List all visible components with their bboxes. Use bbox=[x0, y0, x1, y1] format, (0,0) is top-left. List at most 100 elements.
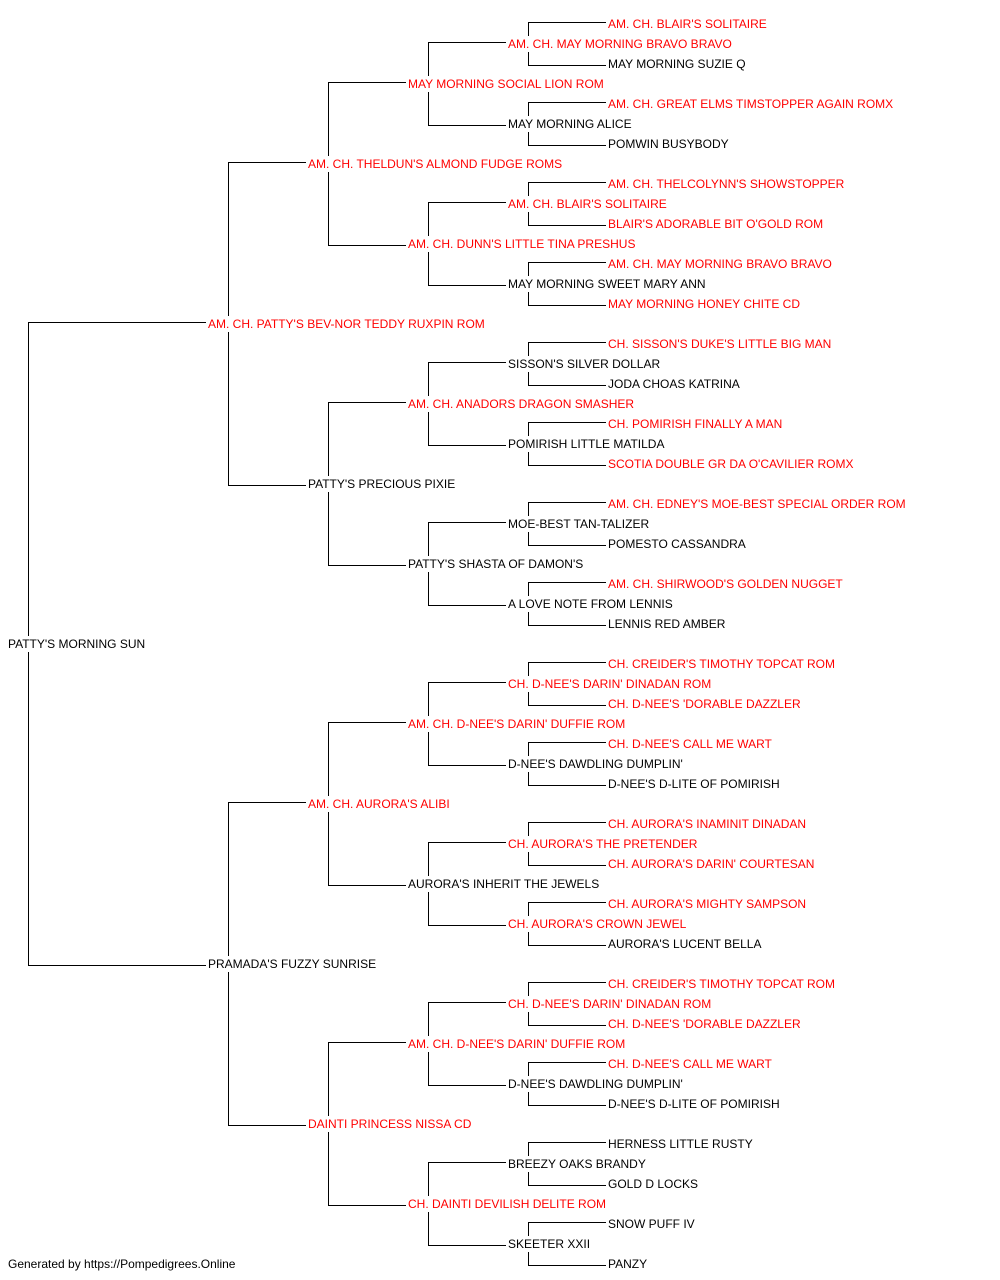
connector-line bbox=[528, 1062, 529, 1076]
connector-line bbox=[428, 202, 506, 203]
ancestor-name: CH. AURORA'S THE PRETENDER bbox=[508, 837, 698, 851]
connector-line bbox=[528, 612, 529, 626]
ancestor-name: AM. CH. D-NEE'S DARIN' DUFFIE ROM bbox=[408, 1037, 626, 1051]
connector-line bbox=[528, 822, 606, 823]
connector-line bbox=[228, 972, 229, 1126]
connector-line bbox=[528, 1105, 606, 1106]
ancestor-name: AM. CH. GREAT ELMS TIMSTOPPER AGAIN ROMX bbox=[608, 97, 894, 111]
connector-line bbox=[28, 652, 29, 966]
connector-line bbox=[528, 372, 529, 386]
connector-line bbox=[228, 1125, 306, 1126]
connector-line bbox=[528, 982, 606, 983]
connector-line bbox=[528, 1025, 606, 1026]
ancestor-name: LENNIS RED AMBER bbox=[608, 617, 726, 631]
ancestor-name: AM. CH. MAY MORNING BRAVO BRAVO bbox=[508, 37, 732, 51]
ancestor-name: AM. CH. SHIRWOOD'S GOLDEN NUGGET bbox=[608, 577, 843, 591]
ancestor-name: CH. D-NEE'S DARIN' DINADAN ROM bbox=[508, 677, 712, 691]
ancestor-name: PATTY'S PRECIOUS PIXIE bbox=[308, 477, 456, 491]
connector-line bbox=[428, 125, 506, 126]
connector-line bbox=[528, 945, 606, 946]
connector-line bbox=[428, 765, 506, 766]
connector-line bbox=[528, 452, 529, 466]
connector-line bbox=[528, 212, 529, 226]
connector-line bbox=[428, 362, 429, 396]
connector-line bbox=[528, 662, 606, 663]
ancestor-name: POMESTO CASSANDRA bbox=[608, 537, 746, 551]
connector-line bbox=[428, 445, 506, 446]
ancestor-name: AURORA'S LUCENT BELLA bbox=[608, 937, 762, 951]
ancestor-name: CH. D-NEE'S 'DORABLE DAZZLER bbox=[608, 1017, 801, 1031]
ancestor-name: BREEZY OAKS BRANDY bbox=[508, 1157, 646, 1171]
connector-line bbox=[428, 925, 506, 926]
ancestor-name: AM. CH. PATTY'S BEV-NOR TEDDY RUXPIN ROM bbox=[208, 317, 485, 331]
connector-line bbox=[328, 1132, 329, 1206]
connector-line bbox=[328, 565, 406, 566]
connector-line bbox=[328, 1042, 329, 1116]
connector-line bbox=[428, 1085, 506, 1086]
connector-line bbox=[228, 802, 229, 956]
ancestor-name: PATTY'S SHASTA OF DAMON'S bbox=[408, 557, 584, 571]
connector-line bbox=[428, 285, 506, 286]
ancestor-name: CH. D-NEE'S CALL ME WART bbox=[608, 737, 772, 751]
connector-line bbox=[428, 682, 429, 716]
connector-line bbox=[528, 545, 606, 546]
ancestor-name: POMIRISH LITTLE MATILDA bbox=[508, 437, 665, 451]
connector-line bbox=[328, 1042, 406, 1043]
connector-line bbox=[528, 1062, 606, 1063]
ancestor-name: MAY MORNING SUZIE Q bbox=[608, 57, 746, 71]
connector-line bbox=[428, 1162, 429, 1196]
connector-line bbox=[428, 1002, 506, 1003]
connector-line bbox=[28, 965, 206, 966]
connector-line bbox=[528, 52, 529, 66]
connector-line bbox=[328, 172, 329, 246]
connector-line bbox=[328, 402, 329, 476]
ancestor-name: AM. CH. DUNN'S LITTLE TINA PRESHUS bbox=[408, 237, 636, 251]
ancestor-name: MAY MORNING SWEET MARY ANN bbox=[508, 277, 706, 291]
connector-line bbox=[528, 785, 606, 786]
ancestor-name: CH. AURORA'S CROWN JEWEL bbox=[508, 917, 687, 931]
connector-line bbox=[528, 1185, 606, 1186]
subject-name: PATTY'S MORNING SUN bbox=[8, 637, 146, 651]
ancestor-name: CH. D-NEE'S DARIN' DINADAN ROM bbox=[508, 997, 712, 1011]
ancestor-name: D-NEE'S DAWDLING DUMPLIN' bbox=[508, 757, 683, 771]
connector-line bbox=[528, 902, 606, 903]
connector-line bbox=[528, 692, 529, 706]
ancestor-name: D-NEE'S D-LITE OF POMIRISH bbox=[608, 1097, 780, 1111]
connector-line bbox=[228, 485, 306, 486]
ancestor-name: BLAIR'S ADORABLE BIT O'GOLD ROM bbox=[608, 217, 824, 231]
connector-line bbox=[428, 522, 506, 523]
connector-line bbox=[528, 1142, 606, 1143]
footer-credit: Generated by https://Pompedigrees.Online bbox=[8, 1257, 236, 1271]
connector-line bbox=[528, 865, 606, 866]
connector-line bbox=[428, 732, 429, 766]
connector-line bbox=[528, 982, 529, 996]
ancestor-name: POMWIN BUSYBODY bbox=[608, 137, 729, 151]
connector-line bbox=[528, 582, 606, 583]
ancestor-name: CH. SISSON'S DUKE'S LITTLE BIG MAN bbox=[608, 337, 832, 351]
connector-line bbox=[528, 1142, 529, 1156]
ancestor-name: A LOVE NOTE FROM LENNIS bbox=[508, 597, 673, 611]
connector-line bbox=[428, 362, 506, 363]
connector-line bbox=[428, 1052, 429, 1086]
ancestor-name: AM. CH. D-NEE'S DARIN' DUFFIE ROM bbox=[408, 717, 626, 731]
connector-line bbox=[528, 145, 606, 146]
connector-line bbox=[328, 812, 329, 886]
connector-line bbox=[328, 722, 406, 723]
ancestor-name: D-NEE'S D-LITE OF POMIRISH bbox=[608, 777, 780, 791]
ancestor-name: DAINTI PRINCESS NISSA CD bbox=[308, 1117, 472, 1131]
connector-line bbox=[528, 225, 606, 226]
connector-line bbox=[528, 502, 529, 516]
connector-line bbox=[428, 1162, 506, 1163]
ancestor-name: MAY MORNING ALICE bbox=[508, 117, 632, 131]
connector-line bbox=[528, 102, 529, 116]
ancestor-name: PRAMADA'S FUZZY SUNRISE bbox=[208, 957, 377, 971]
ancestor-name: GOLD D LOCKS bbox=[608, 1177, 699, 1191]
connector-line bbox=[528, 1012, 529, 1026]
connector-line bbox=[528, 852, 529, 866]
connector-line bbox=[528, 662, 529, 676]
connector-line bbox=[428, 842, 429, 876]
connector-line bbox=[528, 22, 606, 23]
connector-line bbox=[428, 1212, 429, 1246]
connector-line bbox=[528, 1252, 529, 1266]
